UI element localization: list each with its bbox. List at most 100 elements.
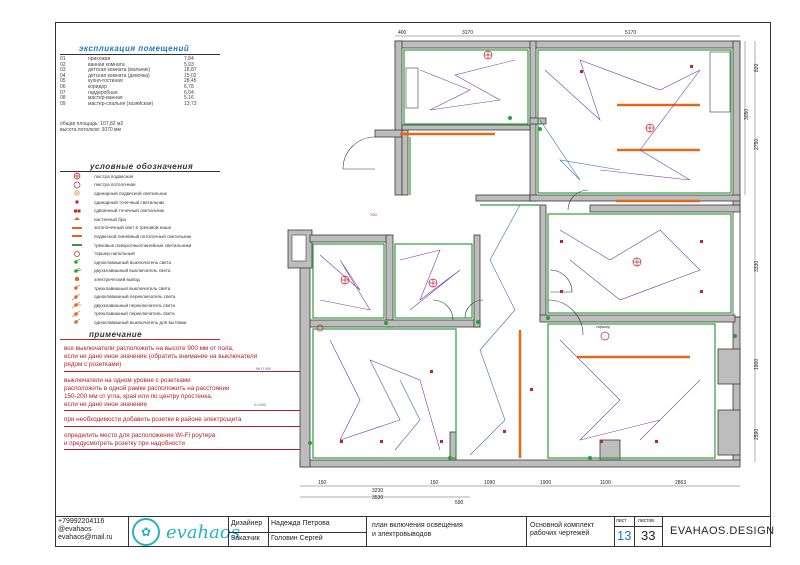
- contacts: +79992204116 @evahaos evahaos@mail.ru: [58, 518, 130, 543]
- legend-item: одинарный точечный светильник: [60, 198, 230, 207]
- note-line: определить место для расположения Wi-Fi …: [64, 431, 216, 439]
- designer-label: Дизайнер: [231, 520, 263, 527]
- dim-bottom2-1: 590: [455, 500, 464, 506]
- dim-top-1: 3170: [462, 30, 473, 36]
- room-area: 5,16: [184, 95, 194, 102]
- divider: [128, 517, 129, 547]
- legend-item: одинарный подвесной светильник: [60, 189, 230, 198]
- room-name: кухня-гостиная: [88, 78, 123, 85]
- legend-item: трековые поворотные/линейные светильники: [60, 241, 230, 250]
- legend-title: условные обозначения: [90, 162, 194, 171]
- divider: [60, 54, 220, 55]
- legend-label: люстра подвесная: [94, 173, 134, 179]
- legend-label: трековые поворотные/линейные светильники: [94, 242, 192, 248]
- divider: [614, 526, 662, 527]
- legend-item: трехклавишный выключатель света: [60, 284, 230, 293]
- legend-item: двухклавишный выключатель света: [60, 267, 230, 276]
- brand-name: EVAHAOS.DESIGN: [670, 525, 775, 537]
- sheet-number: 13: [617, 528, 632, 543]
- dim-right-3: 1900: [754, 359, 760, 370]
- legend-item: люстра подвесная: [60, 172, 230, 181]
- room-number: 04: [60, 72, 66, 79]
- dim-right-2: 3330: [754, 261, 760, 272]
- note-line: если не дано иное значение (обратить вни…: [64, 353, 258, 361]
- legend-item: трехклавишный переключатель света: [60, 310, 230, 319]
- room-area: 6,78: [184, 83, 194, 90]
- legend-item: электрический вывод: [60, 275, 230, 284]
- switches: [308, 116, 737, 460]
- dim-bottom-3: 1090: [484, 480, 495, 486]
- outlet-icon: [60, 275, 94, 283]
- dim-bottom-6: 2863: [675, 480, 686, 486]
- pass-2-icon: [60, 301, 94, 309]
- dim-bottom2-0: 3530: [372, 495, 383, 501]
- spot-icon: [60, 198, 94, 206]
- note-line: рядом с розетками): [64, 361, 122, 369]
- sheet-label: лист: [616, 518, 627, 524]
- designer-name: Надежда Петрова: [271, 520, 330, 527]
- room-name: гардеробная: [88, 89, 118, 96]
- dim-right-1: 2750: [754, 139, 760, 150]
- room-name: прихожая: [88, 56, 111, 62]
- lamp-symbols: [316, 50, 655, 341]
- logo-icon: ✿: [132, 518, 160, 546]
- explication-title: экспликация помещений: [79, 44, 190, 53]
- mark-wifi: Wi-Fi 900: [256, 367, 271, 371]
- single-pendant-icon: [60, 189, 94, 197]
- room-name: детская комната (девочка): [88, 72, 150, 79]
- set-title-2: рабочих чертежей: [530, 530, 590, 537]
- room-area: 18,87: [184, 67, 197, 74]
- legend-label: двухклавишный переключатель света: [94, 302, 175, 308]
- niche-light-icon: [60, 224, 94, 232]
- legend-item: настенный бра: [60, 215, 230, 224]
- switch-2-icon: [60, 267, 94, 275]
- room-number: 03: [60, 67, 66, 74]
- room-area: 7,84: [184, 56, 194, 62]
- legend-label: затопочечный свет в трековой нише: [94, 225, 172, 231]
- logo-text: evahaos: [166, 521, 240, 543]
- divider: [60, 171, 220, 172]
- note-line: и предусмотреть розетку при надобности: [64, 439, 185, 447]
- dimension-texts: 400 3170 5170 150 3230 150 1090 1900 110…: [254, 30, 760, 506]
- brand-logo: ✿ evahaos: [132, 518, 262, 546]
- totals: общая площадь: 107,82 м2 высота потолков…: [60, 121, 123, 133]
- room-number: 06: [60, 83, 66, 90]
- legend-label: одинарный подвесной светильник: [94, 190, 167, 196]
- double-spot-icon: [60, 207, 94, 215]
- legend-label: трехклавишный переключатель света: [94, 311, 175, 317]
- room-number: 09: [60, 100, 66, 107]
- dim-bottom-2: 150: [430, 480, 439, 486]
- legend-label: сдвоенный точечный светильник: [94, 208, 165, 214]
- dimension-lines: [300, 35, 756, 498]
- legend-item: одноклавишный переключатель света: [60, 292, 230, 301]
- legend-label: настенный бра: [94, 216, 126, 222]
- legend-label: трехклавишный выключатель света: [94, 285, 171, 291]
- ceiling-lamp-icon: [60, 181, 94, 189]
- legend-item: сдвоенный точечный светильник: [60, 206, 230, 215]
- legend-label: подвесной линейный потолочный светильник: [94, 233, 192, 239]
- ceiling-height: высота потолков: 3070 мм: [60, 127, 121, 133]
- room-name: мастер-спальня (хозяйская): [88, 100, 154, 107]
- dim-right-0: 820: [754, 63, 760, 72]
- sheets-label: листов: [638, 518, 654, 524]
- note-line: расположить в одной рамке расположить на…: [64, 384, 230, 392]
- note-group: определить место для расположения Wi-Fi …: [64, 431, 304, 451]
- title-block: +79992204116 @evahaos evahaos@mail.ru ✿ …: [56, 516, 774, 547]
- dim-inner-0: 3050: [744, 109, 750, 120]
- switch-3-icon: [60, 284, 94, 292]
- room-number: 07: [60, 89, 66, 96]
- note-line: все выключатели расположить на высоте 90…: [64, 345, 234, 352]
- client-label: Заказчик: [231, 535, 260, 542]
- switch-1-icon: [60, 258, 94, 266]
- instagram: @evahaos: [58, 526, 92, 534]
- note-group: все выключатели расположить на высоте 90…: [64, 345, 304, 372]
